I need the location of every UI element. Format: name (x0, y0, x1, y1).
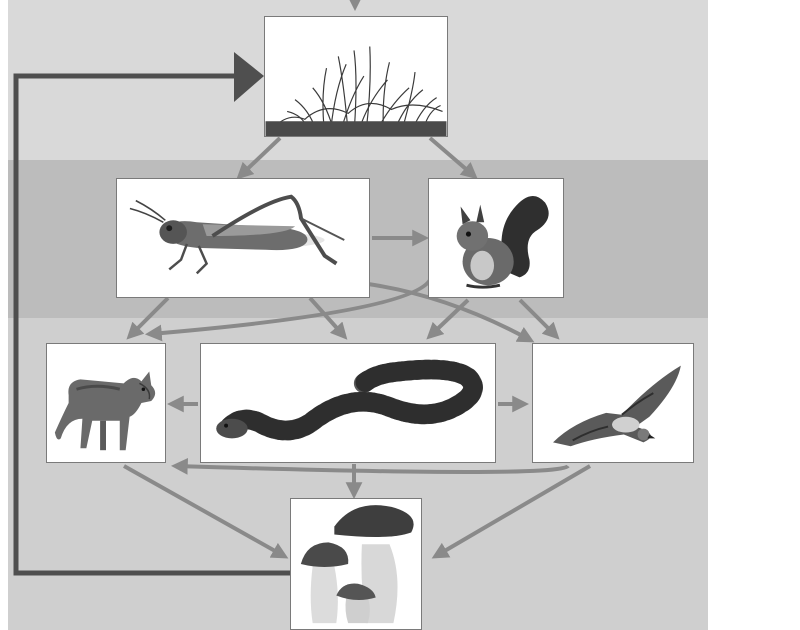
mushroom-card (290, 498, 422, 630)
arrow-grass-to-squirrel (428, 136, 478, 180)
arrow-mushrooms-to-grass-loop (13, 73, 290, 576)
grasshopper-card (116, 178, 370, 298)
arrow-grasshopper-to-snake (308, 296, 348, 340)
arrow-grasshopper-to-hawk (367, 282, 535, 343)
wolf-icon (54, 371, 156, 451)
arrow-wolf-to-mushrooms (123, 464, 289, 559)
hawk-icon (553, 365, 681, 447)
arrow-hawk-to-mushrooms (431, 464, 592, 559)
snake-card (200, 343, 496, 463)
arrow-mushrooms-to-grass-head (234, 52, 264, 102)
squirrel-card (428, 178, 564, 298)
arrow-hawk-to-wolf (170, 457, 570, 475)
grass-icon (265, 46, 447, 136)
grasshopper-icon (129, 194, 345, 275)
mushroom-icon (300, 505, 414, 624)
arrow-squirrel-to-wolf (144, 278, 432, 342)
wolf-card (46, 343, 166, 463)
snake-icon (216, 359, 483, 441)
arrow-grasshopper-to-wolf (126, 296, 170, 340)
hawk-card (532, 343, 694, 463)
squirrel-icon (456, 195, 549, 289)
arrow-grass-to-grasshopper (236, 136, 282, 180)
arrow-squirrel-to-hawk (518, 298, 560, 340)
arrow-squirrel-to-snake (426, 298, 470, 340)
grass-card (264, 16, 448, 137)
